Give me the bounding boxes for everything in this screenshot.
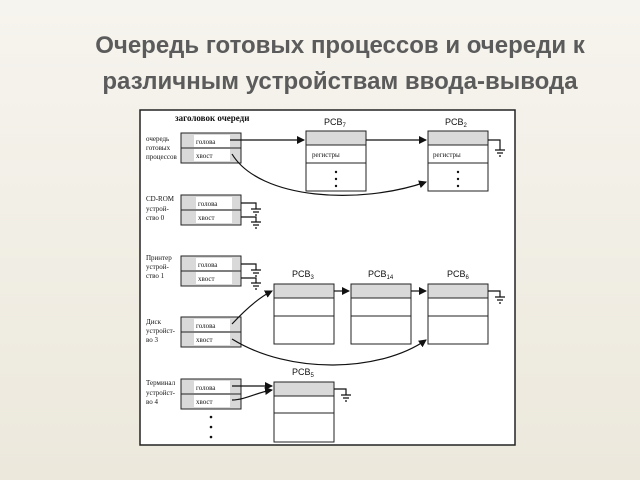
queue-label-line: Диск [146,318,162,326]
queue-label-line: устрой- [146,205,169,213]
head-label: голова [196,322,216,330]
queue-label-line: ство 0 [146,214,165,222]
head-label: голова [196,138,216,146]
queue-label-cdrom: CD-ROM устрой- ство 0 [146,195,175,222]
queue-header-disk: голова хвост [180,316,242,348]
queue-header-cdrom: голова хвост [180,194,242,226]
pointer-arrows [230,136,427,401]
queue-label-line: очередь [146,135,169,143]
queue-label-line: устрой- [146,263,169,271]
queue-header-ready: голова хвост [180,132,242,164]
queue-header-terminal: голова хвост [180,378,242,410]
pcb-label: PCB2 [445,117,468,129]
queue-label-line: во 3 [146,336,159,344]
queue-label-printer: Принтер устрой- ство 1 [146,254,172,280]
pcb-3: PCB3 [273,269,335,345]
registers-label: регистры [433,151,461,159]
tail-label: хвост [196,336,213,344]
registers-label: регистры [312,151,340,159]
queue-header-label: заголовок очереди [175,113,249,123]
queue-label-ready: очередь готовых процессов [146,135,177,161]
tail-label: хвост [196,152,213,160]
queue-label-line: устройст- [146,327,176,335]
pcb-6: PCB6 [427,269,489,345]
pcb-14: PCB14 [350,269,412,345]
pcb-5: PCB5 [273,367,335,443]
pcb-7: PCB7 регистры [305,117,367,192]
null-pointer-symbols [241,139,505,402]
queue-header-printer: голова хвост [180,255,242,287]
queue-label-line: Терминал [146,379,176,387]
title-line-1: Очередь готовых процессов и очереди к [95,32,585,59]
queue-label-line: Принтер [146,254,172,262]
pcb-label: PCB6 [447,269,470,281]
title-line-2: различным устройствам ввода-вывода [102,68,578,95]
queue-label-terminal: Терминал устройст- во 4 [146,379,176,406]
queue-label-line: процессов [146,153,177,161]
tail-label: хвост [198,275,215,283]
pcb-label: PCB14 [368,269,394,281]
pcb-label: PCB7 [324,117,347,129]
queue-label-line: во 4 [146,398,159,406]
ellipsis-dots [209,415,213,439]
queue-label-line: готовых [146,144,171,152]
pcb-2: PCB2 регистры [427,117,489,192]
head-label: голова [198,200,218,208]
queue-label-line: CD-ROM [146,195,175,203]
queue-label-disk: Диск устройст- во 3 [146,318,176,344]
slide-title: Очередь готовых процессов и очереди к ра… [20,28,640,100]
pcb-label: PCB5 [292,367,315,379]
queue-label-line: ство 1 [146,272,165,280]
tail-label: хвост [196,398,213,406]
head-label: голова [196,384,216,392]
tail-label: хвост [198,214,215,222]
pcb-label: PCB3 [292,269,315,281]
head-label: голова [198,261,218,269]
queue-label-line: устройст- [146,389,176,397]
